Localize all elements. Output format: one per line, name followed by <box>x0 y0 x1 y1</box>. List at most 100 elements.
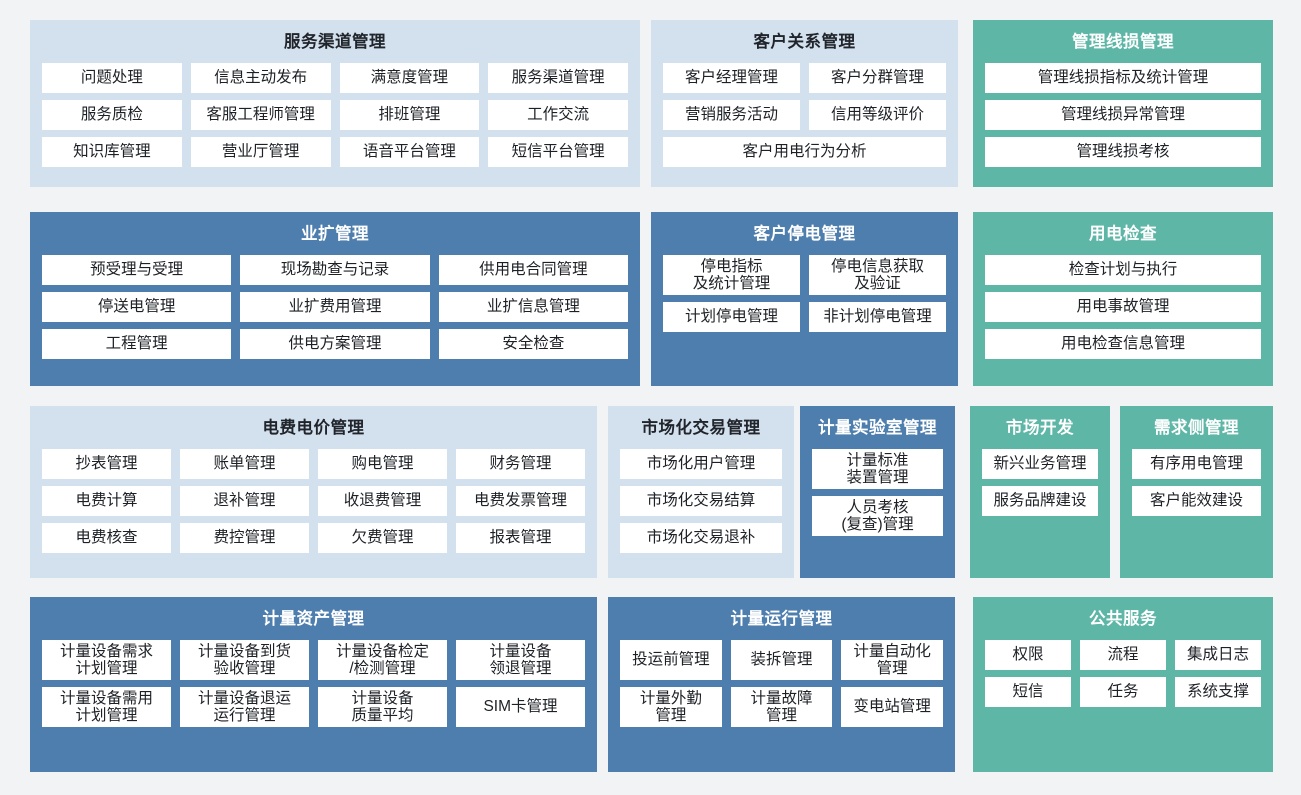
panel-service-channel: 服务渠道管理 问题处理 信息主动发布 满意度管理 服务渠道管理 服务质检 客服工… <box>30 20 640 187</box>
module-cell[interactable]: 系统支撑 <box>1175 677 1261 707</box>
module-cell[interactable]: 供电方案管理 <box>240 329 430 359</box>
panel-title: 计量实验室管理 <box>818 419 937 437</box>
module-cell[interactable]: 管理线损指标及统计管理 <box>985 63 1261 93</box>
panel-cell-grid: 计量设备需求 计划管理 计量设备到货 验收管理 计量设备检定 /检测管理 计量设… <box>42 640 585 760</box>
module-cell[interactable]: 计量标准 装置管理 <box>812 449 943 490</box>
module-cell[interactable]: 变电站管理 <box>841 687 943 728</box>
module-cell[interactable]: 人员考核 (复查)管理 <box>812 496 943 537</box>
module-cell[interactable]: 欠费管理 <box>318 523 447 553</box>
diagram-row-1: 服务渠道管理 问题处理 信息主动发布 满意度管理 服务渠道管理 服务质检 客服工… <box>30 20 1273 187</box>
module-cell[interactable]: 语音平台管理 <box>339 137 480 167</box>
panel-public-service: 公共服务 权限 流程 集成日志 短信 任务 系统支撑 <box>973 597 1273 772</box>
module-cell[interactable]: 计量自动化 管理 <box>841 640 943 681</box>
module-cell[interactable]: 计量设备 质量平均 <box>318 687 447 728</box>
module-cell[interactable]: 集成日志 <box>1175 640 1261 670</box>
module-cell[interactable]: 非计划停电管理 <box>809 302 946 333</box>
module-cell[interactable]: 电费计算 <box>42 486 171 516</box>
module-cell[interactable]: 收退费管理 <box>318 486 447 516</box>
module-cell[interactable]: 客户用电行为分析 <box>663 137 946 167</box>
module-cell[interactable]: 营业厅管理 <box>190 137 331 167</box>
panel-title: 市场开发 <box>1006 419 1074 437</box>
panel-cell-grid: 投运前管理 装拆管理 计量自动化 管理 计量外勤 管理 计量故障 管理 变电站管… <box>620 640 943 760</box>
module-cell[interactable]: SIM卡管理 <box>456 687 585 728</box>
module-cell[interactable]: 购电管理 <box>318 449 447 479</box>
module-cell[interactable]: 电费核查 <box>42 523 171 553</box>
panel-cell-grid: 管理线损指标及统计管理 管理线损异常管理 管理线损考核 <box>985 63 1261 175</box>
panel-title: 电费电价管理 <box>262 419 365 437</box>
module-cell[interactable]: 退补管理 <box>180 486 309 516</box>
module-cell[interactable]: 服务品牌建设 <box>982 486 1098 516</box>
module-cell[interactable]: 业扩费用管理 <box>240 292 430 322</box>
module-cell[interactable]: 报表管理 <box>456 523 585 553</box>
module-cell[interactable]: 客户经理管理 <box>663 63 800 93</box>
panel-tariff-management: 电费电价管理 抄表管理 账单管理 购电管理 财务管理 电费计算 退补管理 收退费… <box>30 406 597 578</box>
panel-metering-laboratory: 计量实验室管理 计量标准 装置管理 人员考核 (复查)管理 <box>800 406 955 578</box>
module-cell[interactable]: 工作交流 <box>488 100 628 130</box>
module-cell[interactable]: 市场化交易退补 <box>620 523 782 553</box>
module-cell[interactable]: 停电信息获取 及验证 <box>809 255 946 296</box>
module-cell[interactable]: 工程管理 <box>42 329 232 359</box>
module-cell[interactable]: 用电事故管理 <box>985 292 1261 322</box>
module-cell[interactable]: 财务管理 <box>456 449 585 479</box>
module-cell[interactable]: 现场勘查与记录 <box>240 255 430 285</box>
module-cell[interactable]: 装拆管理 <box>730 640 833 681</box>
module-cell[interactable]: 计划停电管理 <box>663 302 800 333</box>
module-cell[interactable]: 计量设备需求 计划管理 <box>42 640 171 681</box>
module-cell[interactable]: 流程 <box>1080 640 1166 670</box>
module-cell[interactable]: 客户分群管理 <box>809 63 946 93</box>
module-cell[interactable]: 计量故障 管理 <box>730 687 833 728</box>
module-cell[interactable]: 计量设备退运 运行管理 <box>180 687 309 728</box>
module-cell[interactable]: 供用电合同管理 <box>438 255 628 285</box>
module-cell[interactable]: 业扩信息管理 <box>438 292 628 322</box>
diagram-row-2: 业扩管理 预受理与受理 现场勘查与记录 供用电合同管理 停送电管理 业扩费用管理… <box>30 212 1273 386</box>
module-cell[interactable]: 任务 <box>1080 677 1166 707</box>
module-cell[interactable]: 客户能效建设 <box>1132 486 1261 516</box>
module-cell[interactable]: 管理线损异常管理 <box>985 100 1261 130</box>
module-cell[interactable]: 抄表管理 <box>42 449 171 479</box>
panel-power-usage-inspection: 用电检查 检查计划与执行 用电事故管理 用电检查信息管理 <box>973 212 1273 386</box>
module-cell[interactable]: 账单管理 <box>180 449 309 479</box>
panel-cell-grid: 预受理与受理 现场勘查与记录 供用电合同管理 停送电管理 业扩费用管理 业扩信息… <box>42 255 628 374</box>
module-cell[interactable]: 费控管理 <box>180 523 309 553</box>
module-cell[interactable]: 服务质检 <box>42 100 182 130</box>
module-cell[interactable]: 预受理与受理 <box>42 255 232 285</box>
module-cell[interactable]: 计量设备到货 验收管理 <box>180 640 309 681</box>
module-cell[interactable]: 停送电管理 <box>42 292 232 322</box>
module-cell[interactable]: 信用等级评价 <box>809 100 946 130</box>
panel-title: 服务渠道管理 <box>284 33 386 51</box>
module-cell[interactable]: 满意度管理 <box>339 63 480 93</box>
module-cell[interactable]: 安全检查 <box>438 329 628 359</box>
panel-line-loss-management: 管理线损管理 管理线损指标及统计管理 管理线损异常管理 管理线损考核 <box>973 20 1273 187</box>
panel-title: 需求侧管理 <box>1154 419 1239 437</box>
module-cell[interactable]: 检查计划与执行 <box>985 255 1261 285</box>
module-cell[interactable]: 用电检查信息管理 <box>985 329 1261 359</box>
module-cell[interactable]: 市场化用户管理 <box>620 449 782 479</box>
module-cell[interactable]: 计量设备需用 计划管理 <box>42 687 171 728</box>
module-cell[interactable]: 问题处理 <box>42 63 182 93</box>
panel-title: 公共服务 <box>1089 610 1157 628</box>
module-cell[interactable]: 投运前管理 <box>620 640 722 681</box>
module-cell[interactable]: 计量设备 领退管理 <box>456 640 585 681</box>
module-cell[interactable]: 计量设备检定 /检测管理 <box>318 640 447 681</box>
panel-cell-grid: 权限 流程 集成日志 短信 任务 系统支撑 <box>985 640 1261 760</box>
panel-title: 市场化交易管理 <box>641 419 761 437</box>
module-cell[interactable]: 权限 <box>985 640 1071 670</box>
module-cell[interactable]: 管理线损考核 <box>985 137 1261 167</box>
module-cell[interactable]: 电费发票管理 <box>456 486 585 516</box>
module-cell[interactable]: 知识库管理 <box>42 137 182 167</box>
module-cell[interactable]: 信息主动发布 <box>190 63 331 93</box>
module-cell[interactable]: 客服工程师管理 <box>190 100 331 130</box>
module-cell[interactable]: 停电指标 及统计管理 <box>663 255 800 296</box>
module-cell[interactable]: 新兴业务管理 <box>982 449 1098 479</box>
panel-cell-grid: 停电指标 及统计管理 停电信息获取 及验证 计划停电管理 非计划停电管理 <box>663 255 946 374</box>
module-cell[interactable]: 市场化交易结算 <box>620 486 782 516</box>
module-cell[interactable]: 营销服务活动 <box>663 100 800 130</box>
module-cell[interactable]: 有序用电管理 <box>1132 449 1261 479</box>
panel-title: 客户停电管理 <box>753 225 856 243</box>
module-cell[interactable]: 服务渠道管理 <box>488 63 628 93</box>
module-cell[interactable]: 短信 <box>985 677 1071 707</box>
module-cell[interactable]: 短信平台管理 <box>488 137 628 167</box>
module-cell[interactable]: 排班管理 <box>339 100 480 130</box>
module-cell[interactable]: 计量外勤 管理 <box>620 687 722 728</box>
